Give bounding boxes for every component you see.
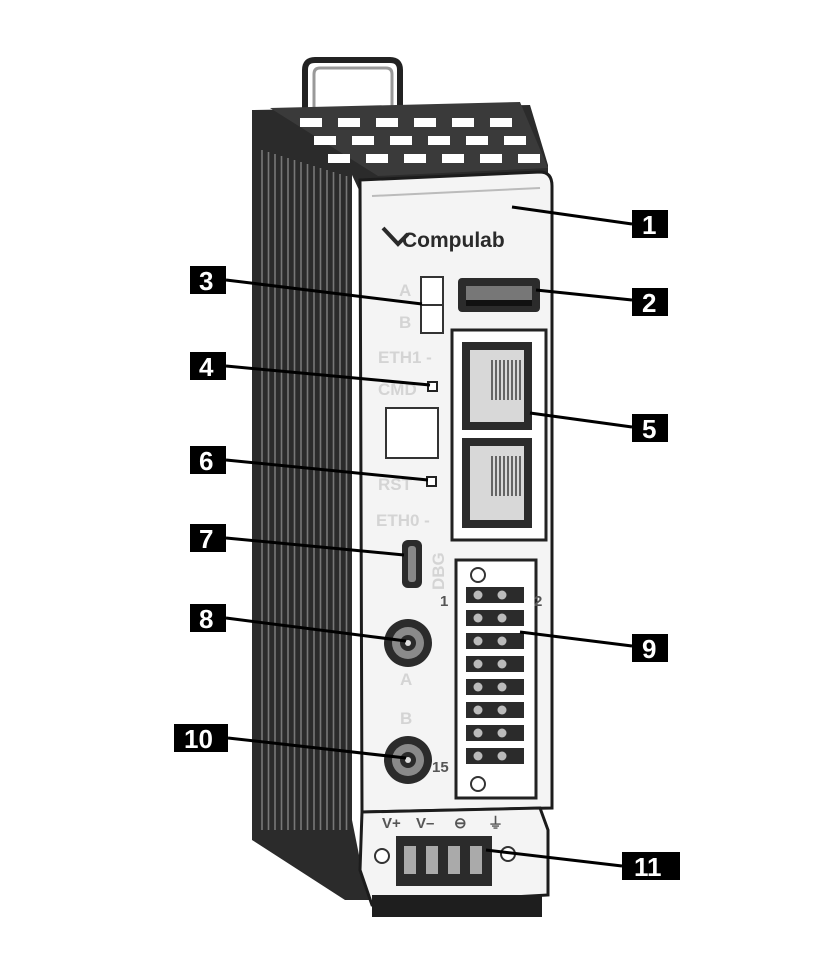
callout-6-label: 6 bbox=[199, 446, 213, 476]
status-area: CMD RST bbox=[378, 380, 439, 494]
callout-1-label: 1 bbox=[642, 210, 656, 240]
eth0-label: ETH0 - bbox=[376, 511, 430, 530]
callout-1: 1 bbox=[511, 205, 668, 240]
antenna-a: A bbox=[384, 619, 432, 689]
io-terminal-block: 1 2 15 bbox=[432, 558, 542, 800]
ethernet-ports: ETH1 - ETH0 - bbox=[376, 328, 548, 542]
reset-button bbox=[426, 476, 437, 487]
callout-2-label: 2 bbox=[642, 288, 656, 318]
callout-7: 7 bbox=[190, 524, 405, 557]
sim-a-label: A bbox=[399, 281, 411, 300]
cmd-led bbox=[427, 381, 438, 392]
callout-9-label: 9 bbox=[642, 634, 656, 664]
cmd-label: CMD bbox=[378, 380, 417, 399]
din-clip bbox=[302, 57, 403, 120]
power-vplus-label: V+ bbox=[382, 815, 401, 832]
callout-4-label: 4 bbox=[199, 352, 214, 382]
usb-port bbox=[458, 278, 540, 312]
callout-8-label: 8 bbox=[199, 604, 213, 634]
eth1-label: ETH1 - bbox=[378, 348, 432, 367]
brand-text: Compulab bbox=[402, 229, 505, 252]
sim-slots: A B bbox=[399, 276, 444, 334]
callout-5-label: 5 bbox=[642, 414, 656, 444]
antenna-a-label: A bbox=[400, 670, 412, 689]
power-sym2-label: ⏚ bbox=[488, 815, 503, 832]
callout-3-label: 3 bbox=[199, 266, 213, 296]
pin-2-label: 2 bbox=[534, 593, 542, 610]
pin-15-label: 15 bbox=[432, 759, 449, 776]
callout-11: 11 bbox=[485, 848, 680, 882]
callout-10-label: 10 bbox=[184, 724, 213, 754]
power-connector: V+ V– ⊖ ⏚ bbox=[358, 806, 550, 917]
callout-10: 10 bbox=[174, 724, 407, 760]
callout-11-label: 11 bbox=[634, 852, 662, 882]
status-window bbox=[385, 407, 439, 459]
pin-1-label: 1 bbox=[440, 593, 448, 610]
rst-label: RST bbox=[378, 475, 413, 494]
heatsink bbox=[252, 105, 548, 900]
callout-3: 3 bbox=[190, 266, 423, 306]
heatsink-fins bbox=[261, 150, 348, 830]
callout-6: 6 bbox=[190, 446, 429, 482]
sim-b-label: B bbox=[399, 313, 411, 332]
debug-port: DBG bbox=[402, 540, 448, 590]
antenna-b: B bbox=[384, 709, 432, 784]
callout-5: 5 bbox=[529, 411, 668, 444]
antenna-b-label: B bbox=[400, 709, 412, 728]
power-sym1-label: ⊖ bbox=[454, 815, 467, 832]
callout-4: 4 bbox=[190, 352, 431, 387]
dbg-label: DBG bbox=[429, 552, 448, 590]
callouts: 1 2 3 4 5 6 bbox=[174, 205, 680, 882]
callout-2: 2 bbox=[535, 288, 668, 318]
top-vents bbox=[270, 102, 548, 176]
callout-7-label: 7 bbox=[199, 524, 213, 554]
callout-9: 9 bbox=[519, 630, 668, 664]
callout-8: 8 bbox=[190, 604, 407, 643]
brand-logo: Compulab bbox=[381, 226, 505, 252]
power-vminus-label: V– bbox=[416, 815, 434, 832]
